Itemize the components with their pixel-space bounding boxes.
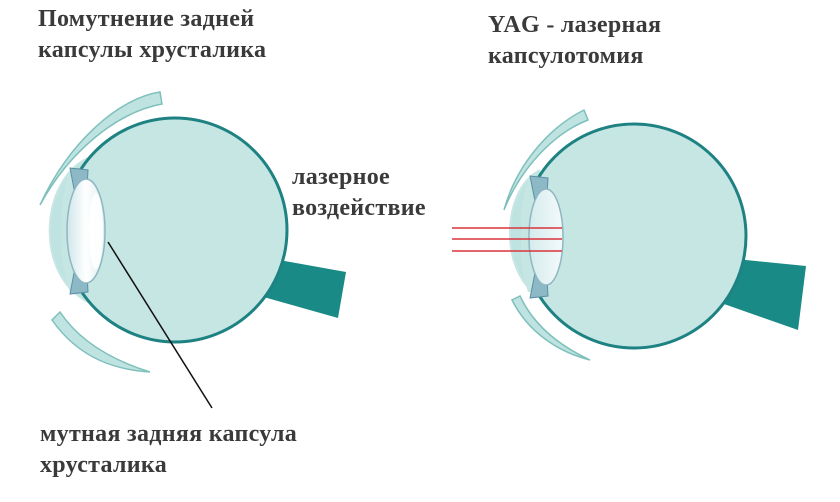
right-lens <box>528 188 564 286</box>
left-posterior-capsule <box>89 193 103 269</box>
right-lower-eyelid <box>510 294 591 361</box>
laser-label: лазерное воздействие <box>292 162 426 224</box>
right-title-line1: YAG - лазерная <box>488 12 662 38</box>
left-title-line1: Помутнение задней <box>38 6 255 32</box>
left-title-line2: капсулы хрусталика <box>38 37 267 63</box>
laser-label-line2: воздействие <box>292 195 426 221</box>
left-lower-eyelid <box>51 310 151 373</box>
left-title: Помутнение задней капсулы хрусталика <box>38 4 266 66</box>
left-upper-eyelid <box>39 91 163 206</box>
right-upper-eyelid <box>503 108 589 211</box>
left-eye <box>39 91 346 409</box>
opaque-capsule-label-line2: хрусталика <box>40 452 167 478</box>
opaque-capsule-label-line1: мутная задняя капсула <box>40 421 298 447</box>
right-title-line2: капсулотомия <box>488 43 644 69</box>
right-optic-nerve <box>724 258 806 330</box>
opaque-capsule-label: мутная задняя капсула хрусталика <box>40 419 297 481</box>
left-callout-line <box>107 241 213 409</box>
laser-label-line1: лазерное <box>292 164 390 190</box>
left-optic-nerve <box>260 258 346 318</box>
right-title: YAG - лазерная капсулотомия <box>488 10 661 72</box>
right-eye <box>452 108 806 361</box>
